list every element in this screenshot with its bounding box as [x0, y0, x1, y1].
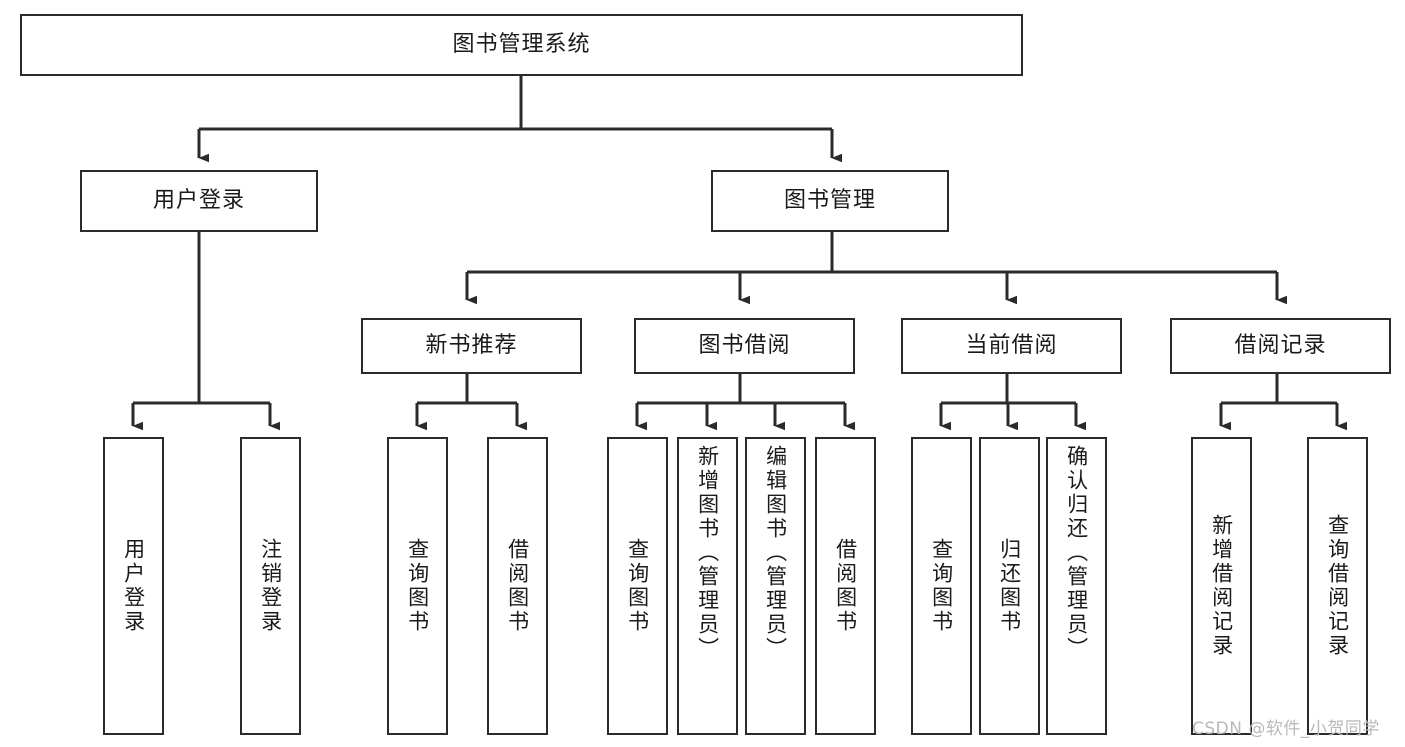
node-leaf-cb-query-book-label: 查询图书: [929, 538, 954, 634]
node-leaf-user-login-label: 用户登录: [121, 538, 146, 634]
node-leaf-bb-add-book-label: 新增图书（管理员）: [695, 445, 720, 661]
node-leaf-user-login[interactable]: 用户登录: [103, 437, 164, 735]
node-leaf-cb-confirm-return-label: 确认归还（管理员）: [1064, 445, 1089, 661]
node-root[interactable]: 图书管理系统: [20, 14, 1023, 76]
node-leaf-bb-edit-book-label: 编辑图书（管理员）: [763, 445, 788, 661]
node-leaf-bb-borrow-book[interactable]: 借阅图书: [815, 437, 876, 735]
node-book-borrow-label: 图书借阅: [698, 332, 791, 358]
watermark: CSDN @软件_小贺同学: [1192, 719, 1380, 739]
node-leaf-cb-confirm-return[interactable]: 确认归还（管理员）: [1046, 437, 1107, 735]
node-leaf-cb-return-book-label: 归还图书: [997, 538, 1022, 634]
node-book-manage-label: 图书管理: [783, 187, 876, 213]
node-borrow-records[interactable]: 借阅记录: [1170, 318, 1391, 374]
node-current-borrow-label: 当前借阅: [965, 332, 1058, 358]
node-leaf-nb-query-book[interactable]: 查询图书: [387, 437, 448, 735]
node-leaf-bb-add-book[interactable]: 新增图书（管理员）: [677, 437, 738, 735]
node-leaf-bb-query-book-label: 查询图书: [625, 538, 650, 634]
node-leaf-br-query-record[interactable]: 查询借阅记录: [1307, 437, 1368, 735]
node-leaf-cb-query-book[interactable]: 查询图书: [911, 437, 972, 735]
node-new-book-recommend[interactable]: 新书推荐: [361, 318, 582, 374]
node-leaf-nb-borrow-book-label: 借阅图书: [505, 538, 530, 634]
node-current-borrow[interactable]: 当前借阅: [901, 318, 1122, 374]
node-user-login-label: 用户登录: [152, 187, 245, 213]
node-leaf-logout-label: 注销登录: [258, 538, 283, 634]
node-leaf-br-add-record[interactable]: 新增借阅记录: [1191, 437, 1252, 735]
node-leaf-bb-borrow-book-label: 借阅图书: [833, 538, 858, 634]
node-leaf-nb-borrow-book[interactable]: 借阅图书: [487, 437, 548, 735]
node-leaf-br-query-record-label: 查询借阅记录: [1325, 514, 1350, 658]
node-leaf-br-add-record-label: 新增借阅记录: [1209, 514, 1234, 658]
node-book-borrow[interactable]: 图书借阅: [634, 318, 855, 374]
node-borrow-records-label: 借阅记录: [1234, 332, 1327, 358]
node-leaf-cb-return-book[interactable]: 归还图书: [979, 437, 1040, 735]
node-leaf-logout[interactable]: 注销登录: [240, 437, 301, 735]
node-leaf-nb-query-book-label: 查询图书: [405, 538, 430, 634]
node-leaf-bb-query-book[interactable]: 查询图书: [607, 437, 668, 735]
node-root-label: 图书管理系统: [452, 31, 591, 57]
node-leaf-bb-edit-book[interactable]: 编辑图书（管理员）: [745, 437, 806, 735]
node-new-book-recommend-label: 新书推荐: [425, 332, 518, 358]
node-book-manage[interactable]: 图书管理: [711, 170, 949, 232]
node-user-login[interactable]: 用户登录: [80, 170, 318, 232]
